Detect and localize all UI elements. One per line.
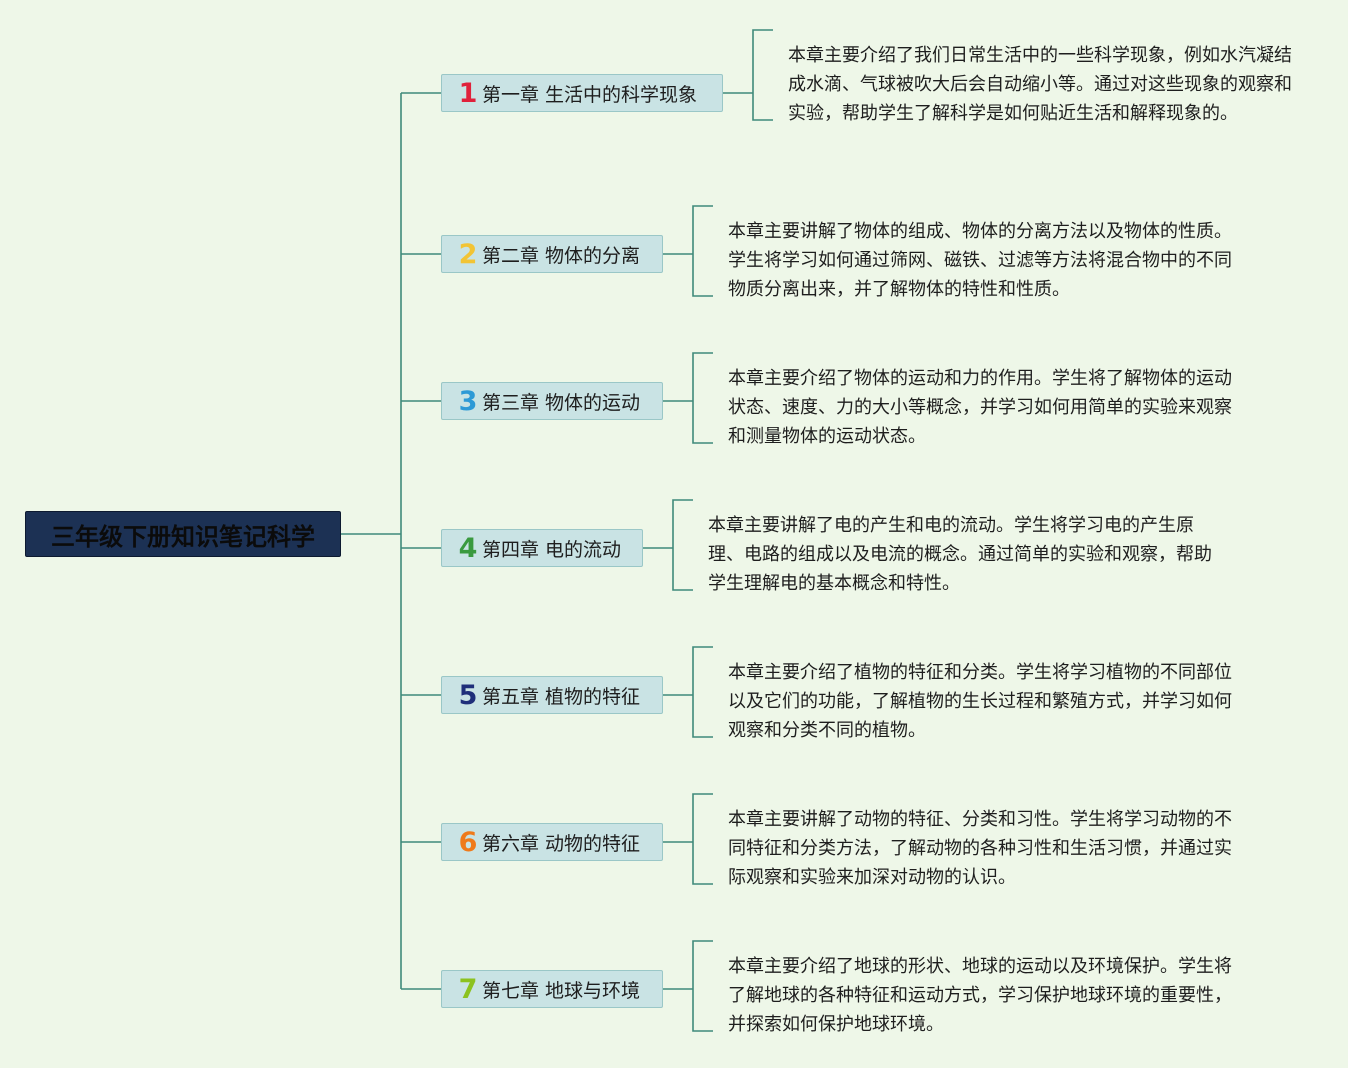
chapter-title: 第三章 物体的运动 — [482, 391, 641, 414]
description-bracket — [692, 205, 713, 297]
chapter-title: 第一章 生活中的科学现象 — [482, 83, 698, 106]
description-bracket — [692, 646, 713, 738]
chapter-number: 6 — [458, 826, 478, 858]
chapter-5-description: 本章主要介绍了植物的特征和分类。学生将学习植物的不同部位以及它们的功能，了解植物… — [728, 662, 1232, 741]
description-bracket — [752, 29, 773, 121]
chapter-number: 3 — [458, 385, 478, 417]
description-bracket — [672, 499, 693, 591]
chapter-3-description: 本章主要介绍了物体的运动和力的作用。学生将了解物体的运动状态、速度、力的大小等概… — [728, 368, 1232, 447]
chapter-5-node[interactable]: 5 第五章 植物的特征 — [441, 676, 663, 714]
chapter-title: 第五章 植物的特征 — [482, 685, 641, 708]
chapter-6-node[interactable]: 6 第六章 动物的特征 — [441, 823, 663, 861]
chapter-number: 1 — [458, 77, 478, 109]
chapter-4-description: 本章主要讲解了电的产生和电的流动。学生将学习电的产生原理、电路的组成以及电流的概… — [708, 515, 1212, 594]
description-bracket — [692, 940, 713, 1032]
chapter-7-node[interactable]: 7 第七章 地球与环境 — [441, 970, 663, 1008]
chapter-7-description: 本章主要介绍了地球的形状、地球的运动以及环境保护。学生将了解地球的各种特征和运动… — [728, 956, 1232, 1035]
description-bracket — [692, 793, 713, 885]
root-title: 三年级下册知识笔记科学 — [51, 522, 315, 551]
chapter-2-description: 本章主要讲解了物体的组成、物体的分离方法以及物体的性质。学生将学习如何通过筛网、… — [728, 221, 1232, 300]
chapter-title: 第六章 动物的特征 — [482, 832, 641, 855]
chapter-title: 第二章 物体的分离 — [482, 244, 641, 267]
description-bracket — [692, 352, 713, 444]
chapter-number: 5 — [458, 679, 478, 711]
chapter-title: 第七章 地球与环境 — [482, 979, 641, 1002]
chapter-number: 2 — [458, 238, 478, 270]
chapter-number: 4 — [458, 532, 478, 564]
chapter-4-node[interactable]: 4 第四章 电的流动 — [441, 529, 643, 567]
chapter-6-description: 本章主要讲解了动物的特征、分类和习性。学生将学习动物的不同特征和分类方法，了解动… — [728, 809, 1232, 888]
chapter-number: 7 — [458, 973, 478, 1005]
chapter-3-node[interactable]: 3 第三章 物体的运动 — [441, 382, 663, 420]
chapter-title: 第四章 电的流动 — [482, 538, 622, 561]
chapter-2-node[interactable]: 2 第二章 物体的分离 — [441, 235, 663, 273]
root-topic[interactable]: 三年级下册知识笔记科学 — [25, 511, 341, 557]
chapter-1-description: 本章主要介绍了我们日常生活中的一些科学现象，例如水汽凝结成水滴、气球被吹大后会自… — [788, 45, 1292, 124]
chapter-1-node[interactable]: 1 第一章 生活中的科学现象 — [441, 74, 723, 112]
